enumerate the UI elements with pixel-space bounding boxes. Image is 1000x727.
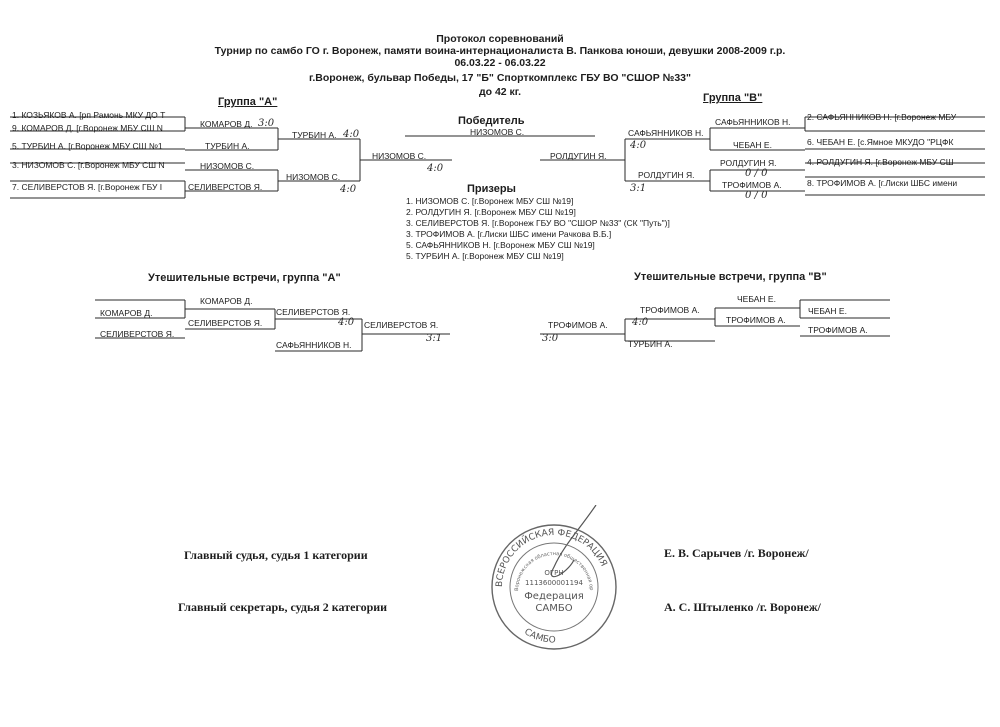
consolation-b-fighter: ЧЕБАН Е. [737,294,776,304]
prizes-title: Призеры [467,183,516,195]
consolation-a-fighter: КОМАРОВ Д. [200,296,253,306]
group-a-r2-score: 4:0 [343,129,360,140]
winner-title: Победитель [458,115,525,127]
consolation-a-final-fighter: СЕЛИВЕРСТОВ Я. [364,320,439,330]
group-a-r1-score: 3:0 [258,118,275,129]
winner-name: НИЗОМОВ С. [470,127,525,137]
group-b-title: Группа "В" [703,92,763,104]
consolation-a-final-score: 3:1 [426,333,443,344]
group-b-r1-fighter: РОЛДУГИН Я. [720,158,777,168]
stamp-center-line-1: Федерация [524,591,584,602]
group-b-r1-fighter: САФЬЯННИКОВ Н. [715,117,791,127]
consolation-a-title: Утешительные встречи, группа "А" [148,272,341,284]
federation-stamp: ВСЕРОССИЙСКАЯ ФЕДЕРАЦИЯ САМБО Воронежска… [484,505,617,650]
group-a-entrant: 9. КОМАРОВ Д. [г.Воронеж МБУ СШ N [12,123,163,133]
prize-entry: 2. РОЛДУГИН Я. [г.Воронеж МБУ СШ №19] [406,207,576,217]
group-a-final-score: 4:0 [427,163,444,174]
group-b-r1-fighter: ТРОФИМОВ А. [722,180,782,190]
group-b-entrant: 2. САФЬЯННИКОВ Н. [г.Воронеж МБУ [807,112,957,122]
stamp-inner-ring [509,542,599,632]
group-b-entrant: 8. ТРОФИМОВ А. [г.Лиски ШБС имени [807,178,958,188]
group-b-r2-score: 4:0 [630,140,647,151]
group-a-r1-fighter: СЕЛИВЕРСТОВ Я. [188,182,263,192]
consolation-a-r2-fighter: СЕЛИВЕРСТОВ Я. [276,307,351,317]
group-a-entrant: 7. СЕЛИВЕРСТОВ Я. [г.Воронеж ГБУ I [12,182,163,192]
group-b-entrant: 6. ЧЕБАН Е. [с.Ямное МКУДО "РЦФК [807,137,954,147]
consolation-b-r2-fighter: ТРОФИМОВ А. [640,305,700,315]
group-b-r1-score: 0 / 0 [745,168,768,179]
consolation-b-title: Утешительные встречи, группа "В" [634,271,827,283]
doc-title: Протокол соревнований [436,33,564,45]
consolation-b-r2-score: 4:0 [632,317,649,328]
group-a-final-fighter: НИЗОМОВ С. [372,151,427,161]
chief-judge-name: Е. В. Сарычев /г. Воронеж/ [664,546,809,560]
group-b-r1-fighter: ЧЕБАН Е. [733,140,772,150]
group-a-r2-fighter: ТУРБИН А. [292,130,337,140]
stamp-center-line-2: САМБО [535,603,572,614]
consolation-a-r2-score: 4:0 [338,317,355,328]
tournament-name: Турнир по самбо ГО г. Воронеж, памяти во… [214,45,786,57]
stamp-outer-ring [491,524,617,650]
group-b-r2-score: 3:1 [630,183,647,194]
prize-entry: 3. ТРОФИМОВ А. [г.Лиски ШБС имени Рачков… [406,229,612,239]
prize-entry: 3. СЕЛИВЕРСТОВ Я. [г.Воронеж ГБУ ВО "СШО… [406,218,670,228]
signature-mark [551,505,597,578]
group-b-entrant: 4. РОЛДУГИН Я. [г.Воронеж МБУ СШ [807,157,954,167]
consolation-b-fighter: ЧЕБАН Е. [808,306,847,316]
group-b-r2-fighter: САФЬЯННИКОВ Н. [628,128,704,138]
consolation-b-fighter: ТРОФИМОВ А. [808,325,868,335]
consolation-a-fighter: СЕЛИВЕРСТОВ Я. [100,329,175,339]
consolation-b-final-score: 3:0 [542,333,559,344]
prize-entry: 1. НИЗОМОВ С. [г.Воронеж МБУ СШ №19] [406,196,574,206]
group-a-r1-fighter: НИЗОМОВ С. [200,161,255,171]
consolation-b-r2-fighter: ТУРБИН А. [628,339,673,349]
consolation-b-fighter: ТРОФИМОВ А. [726,315,786,325]
group-b-r2-fighter: РОЛДУГИН Я. [638,170,695,180]
group-a-title: Группа "А" [218,96,278,108]
chief-judge-title: Главный судья, судья 1 категории [184,548,368,562]
weight-category: до 42 кг. [478,86,522,98]
consolation-b-final-fighter: ТРОФИМОВ А. [548,320,608,330]
stamp-ogrn-label: ОГРН [544,569,563,577]
group-a-r1-fighter: КОМАРОВ Д. [200,119,253,129]
consolation-a-fighter: КОМАРОВ Д. [100,308,153,318]
stamp-number: 1113600001194 [525,579,583,587]
group-a-r2-score: 4:0 [340,184,357,195]
prize-entry: 5. ТУРБИН А. [г.Воронеж МБУ СШ №19] [406,251,564,261]
tournament-dates: 06.03.22 - 06.03.22 [454,57,546,69]
group-a-entrant: 1. КОЗЬЯКОВ А. [рп Рамонь МКУ ДО Т [12,110,166,120]
group-b-final-fighter: РОЛДУГИН Я. [550,151,607,161]
group-a-entrant: 5. ТУРБИН А. [г.Воронеж МБУ СШ №1 [12,141,163,151]
group-b-r1-score: 0 / 0 [745,190,768,201]
prize-entry: 5. САФЬЯННИКОВ Н. [г.Воронеж МБУ СШ №19] [406,240,595,250]
group-a-entrant: 3. НИЗОМОВ С. [г.Воронеж МБУ СШ N [12,160,165,170]
group-a-r1-fighter: ТУРБИН А. [205,141,250,151]
tournament-venue: г.Воронеж, бульвар Победы, 17 "Б" Спортк… [309,72,691,84]
consolation-a-r2-fighter: САФЬЯННИКОВ Н. [276,340,352,350]
chief-secretary-title: Главный секретарь, судья 2 категории [178,600,388,614]
consolation-a-fighter: СЕЛИВЕРСТОВ Я. [188,318,263,328]
group-a-r2-fighter: НИЗОМОВ С. [286,172,341,182]
chief-secretary-name: А. С. Штыленко /г. Воронеж/ [664,600,821,614]
